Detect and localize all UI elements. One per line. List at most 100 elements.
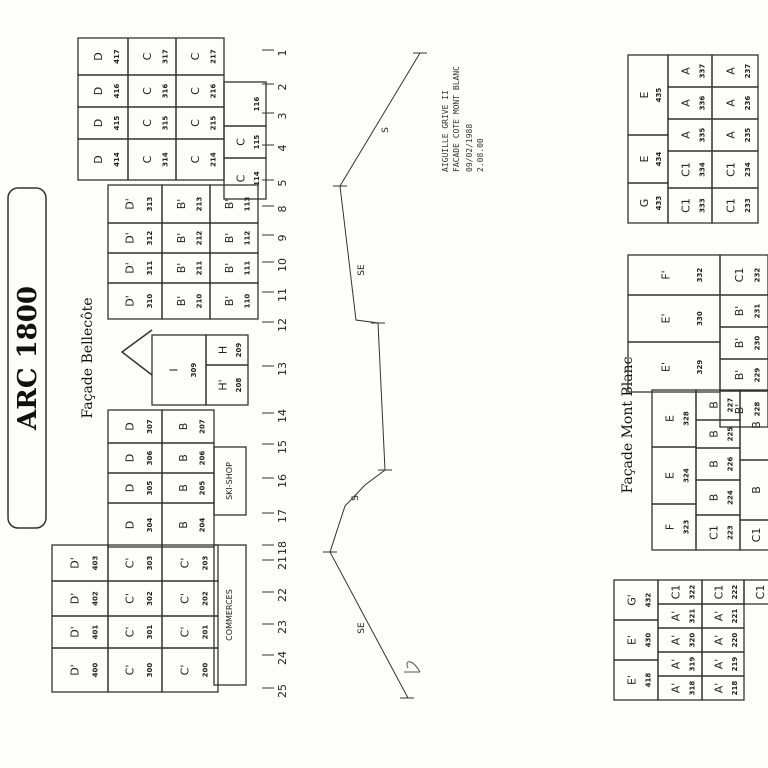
- apartment-number: 314: [161, 152, 169, 167]
- apartment-number: 201: [202, 625, 210, 640]
- apartment-number: 205: [199, 481, 207, 496]
- apartment-number: 211: [195, 261, 203, 276]
- apartment-number: 221: [731, 609, 739, 624]
- apartment-number: 112: [243, 231, 251, 246]
- apartment-type: A: [724, 99, 737, 107]
- apartment-number: 401: [92, 625, 100, 640]
- apartment-type: E': [660, 362, 673, 372]
- apartment-type: C: [189, 52, 202, 60]
- apartment-type: C: [141, 52, 154, 60]
- apartment-type: D': [124, 262, 137, 274]
- axis-number: 10: [276, 258, 289, 272]
- apartment-number: 210: [195, 294, 203, 309]
- apartment-number: 232: [753, 268, 761, 283]
- apartment-cell: C'301: [107, 615, 163, 649]
- apartment-number: 319: [688, 657, 696, 672]
- apartment-type: E': [625, 635, 638, 645]
- apartment-cell: G'432: [613, 579, 659, 621]
- apartment-cell: C1122: [743, 579, 768, 605]
- axis-number: 23: [276, 620, 289, 634]
- apartment-type: F: [663, 524, 676, 530]
- apartment-number: 202: [202, 591, 210, 606]
- apartment-number: 337: [698, 64, 706, 79]
- apartment-number: 306: [146, 451, 154, 466]
- apartment-number: 307: [146, 419, 154, 434]
- apartment-cell: C'202: [161, 580, 219, 617]
- apartment-type: D: [92, 119, 105, 127]
- apartment-type: C': [124, 558, 137, 569]
- apartment-type: C1: [713, 585, 726, 600]
- apartment-cell-outline: [627, 341, 721, 393]
- apartment-type: B: [177, 454, 190, 462]
- apartment-type: C': [179, 558, 192, 569]
- apartment-type: E': [625, 675, 638, 685]
- apartment-cell-outline: [739, 519, 768, 551]
- apartment-cell: E' 430: [613, 619, 659, 661]
- apartment-number: 223: [726, 525, 734, 540]
- apartment-number: 434: [655, 152, 663, 167]
- apartment-number: 430: [644, 633, 652, 648]
- apartment-cell: C1123: [739, 519, 768, 551]
- apartment-cell-outline: [701, 675, 745, 701]
- apartment-cell: A'220: [701, 627, 745, 653]
- apartment-type: I: [168, 368, 181, 371]
- apartment-number: 312: [146, 231, 154, 246]
- apartment-type: C1: [724, 162, 737, 177]
- apartment-number: 215: [209, 116, 217, 131]
- apartment-number: 322: [688, 585, 696, 600]
- apartment-cell: A'218: [701, 675, 745, 701]
- apartment-type: D: [124, 484, 137, 492]
- axis-number: 13: [276, 362, 289, 376]
- note-line-4: 2.08.00: [476, 138, 485, 172]
- apartment-type: B: [750, 486, 763, 494]
- apartment-type: B: [707, 430, 720, 438]
- apartment-type: C1: [679, 162, 692, 177]
- apartment-type: D': [69, 664, 82, 676]
- apartment-number: 204: [199, 518, 207, 533]
- apartment-number: 313: [146, 197, 154, 212]
- apartment-cell: B'112: [209, 222, 259, 254]
- apartment-number: 208: [235, 378, 243, 393]
- apartment-number: 402: [92, 591, 100, 606]
- apartment-type: B': [733, 306, 746, 317]
- apartment-number: 226: [726, 457, 734, 472]
- apartment-number: 229: [753, 368, 761, 383]
- apartment-type: D: [92, 155, 105, 163]
- apartment-number: 305: [146, 481, 154, 496]
- montblanc-block-3: E328E324F323B227B225B226B224C1223B127B12…: [651, 389, 768, 551]
- apartment-type: D: [124, 422, 137, 430]
- apartment-type: D: [92, 87, 105, 95]
- apartment-type: C: [141, 155, 154, 163]
- apartment-cell-outline: [743, 579, 768, 605]
- apartment-number: 224: [726, 490, 734, 505]
- apartment-type: A': [669, 683, 682, 694]
- apartment-type: B: [177, 484, 190, 492]
- apartment-type: C: [141, 119, 154, 127]
- apartment-cell: C'203: [161, 544, 219, 582]
- apartment-type: D: [124, 454, 137, 462]
- apartment-type: E: [663, 472, 676, 479]
- apartment-type: A: [679, 67, 692, 75]
- axis-number: 11: [276, 288, 289, 302]
- apartment-number: 432: [644, 593, 652, 608]
